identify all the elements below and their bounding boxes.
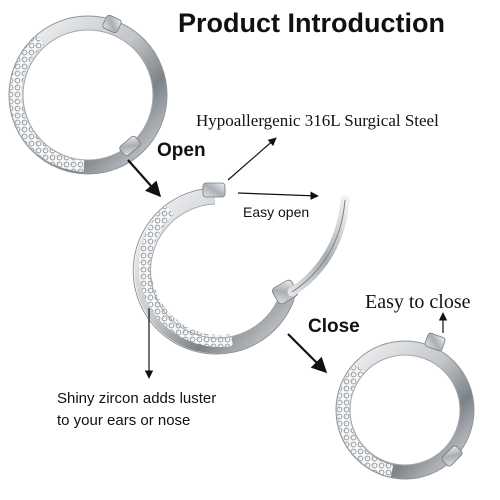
easy-close-label: Easy to close	[365, 291, 471, 313]
zircon-caption-line2: to your ears or nose	[57, 412, 191, 429]
arrow-icon	[287, 333, 328, 374]
hoop-earring-closed-top	[8, 14, 168, 175]
page-title: Product Introduction	[178, 8, 445, 38]
material-label: Hypoallergenic 316L Surgical Steel	[196, 111, 439, 130]
arrow-icon	[227, 137, 277, 181]
close-label: Close	[308, 316, 360, 337]
arrow-icon	[127, 159, 162, 198]
hoop-earring-open	[132, 182, 350, 355]
zircon-caption: Shiny zircon adds luster to your ears or…	[57, 388, 287, 432]
open-label: Open	[157, 140, 206, 161]
zircon-caption-line1: Shiny zircon adds luster	[57, 390, 217, 407]
easy-open-label: Easy open	[243, 204, 310, 220]
hoop-earring-closed-bottom	[335, 332, 475, 480]
arrow-icon	[237, 191, 319, 200]
